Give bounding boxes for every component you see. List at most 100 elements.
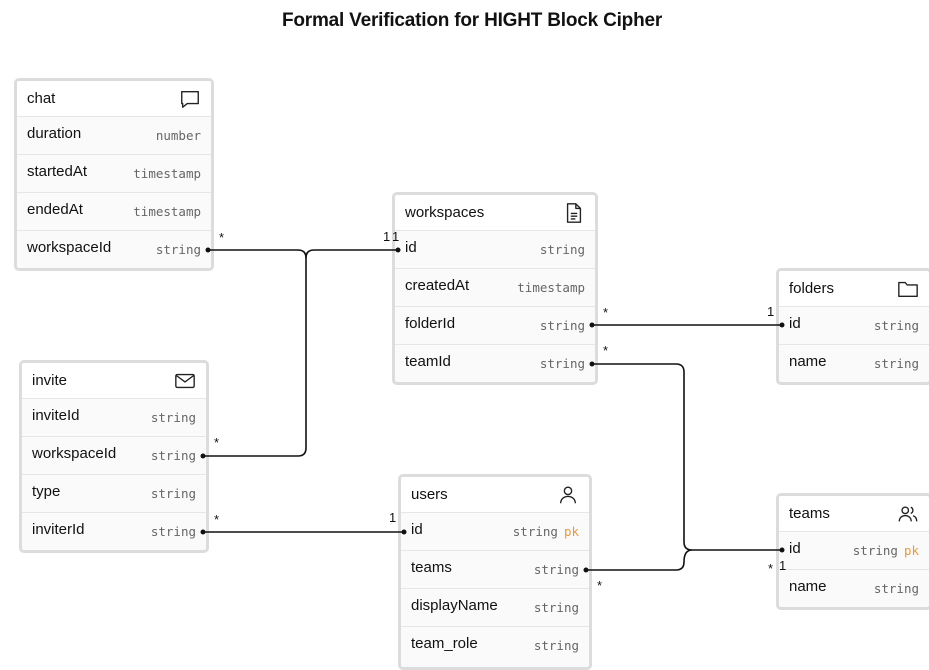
- entity-name: chat: [27, 90, 56, 107]
- field-row[interactable]: duration number: [17, 117, 211, 155]
- field-row[interactable]: id string pk: [779, 532, 929, 570]
- field-type: timestamp: [133, 204, 201, 219]
- field-type: string pk: [853, 534, 919, 568]
- field-type: number: [155, 128, 201, 143]
- entity-header: invite: [22, 363, 206, 399]
- field-name: type: [32, 483, 61, 500]
- cardinality-label: *: [219, 230, 225, 245]
- diagram-title: Formal Verification for HIGHT Block Ciph…: [281, 10, 663, 31]
- cardinality-label: *: [603, 305, 609, 320]
- chat-bubble-icon: [181, 90, 199, 108]
- folder-icon: [898, 281, 918, 298]
- field-row[interactable]: startedAt timestamp: [17, 155, 211, 193]
- entity-header: chat: [17, 81, 211, 117]
- relation-line-workspaces-teams: [592, 363, 782, 551]
- cardinality-label: *: [768, 561, 774, 576]
- entity-teams[interactable]: teams id string pk name string: [776, 493, 929, 610]
- relation-line-chat-workspaces: [203, 249, 307, 457]
- entity-chat[interactable]: chat duration number startedAt timestamp e…: [14, 78, 214, 271]
- primary-key-badge: pk: [903, 543, 919, 558]
- field-name: id: [411, 521, 423, 538]
- cardinality-label: 1: [389, 510, 397, 525]
- field-name: name: [789, 353, 827, 370]
- primary-key-badge: pk: [563, 524, 579, 539]
- field-type: string: [150, 524, 196, 539]
- field-type: string: [533, 638, 579, 653]
- field-name: folderId: [405, 315, 456, 332]
- field-name: createdAt: [405, 277, 470, 294]
- cardinality-label: 1: [392, 229, 400, 244]
- document-icon: [566, 203, 582, 223]
- envelope-icon: [175, 373, 195, 389]
- cardinality-label: *: [214, 435, 220, 450]
- field-name: inviteId: [32, 407, 80, 424]
- field-name: name: [789, 578, 827, 595]
- field-name: workspaceId: [32, 445, 117, 462]
- entity-header: teams: [779, 496, 929, 532]
- field-row[interactable]: workspaceId string: [22, 437, 206, 475]
- field-row[interactable]: displayName string: [401, 589, 589, 627]
- relation-line-invite-workspaces: [305, 249, 398, 259]
- entity-name: folders: [789, 280, 835, 297]
- field-type: string: [539, 318, 585, 333]
- field-name: teams: [411, 559, 452, 576]
- field-type: string: [539, 242, 585, 257]
- cardinality-label: 1: [779, 558, 787, 573]
- entity-workspaces[interactable]: workspaces id string createdAt timestamp f…: [392, 192, 598, 385]
- users-group-icon: [898, 506, 918, 522]
- entity-name: invite: [32, 372, 68, 389]
- field-type: string: [873, 318, 919, 333]
- field-type: timestamp: [133, 166, 201, 181]
- field-row[interactable]: id string pk: [401, 513, 589, 551]
- cardinality-label: 1: [383, 229, 391, 244]
- field-type: string: [533, 600, 579, 615]
- field-row[interactable]: name string: [779, 570, 929, 607]
- entity-name: workspaces: [405, 204, 485, 221]
- entity-header: workspaces: [395, 195, 595, 231]
- field-row[interactable]: endedAt timestamp: [17, 193, 211, 231]
- field-name: id: [789, 540, 801, 557]
- field-name: inviterId: [32, 521, 85, 538]
- entity-header: folders: [779, 271, 929, 307]
- cardinality-label: *: [597, 578, 603, 593]
- relation-line-users-teams: [586, 549, 693, 571]
- field-type: string: [539, 356, 585, 371]
- field-name: workspaceId: [27, 239, 112, 256]
- field-name: id: [789, 315, 801, 332]
- field-type: string: [873, 581, 919, 596]
- field-name: duration: [27, 125, 82, 142]
- field-row[interactable]: inviteId string: [22, 399, 206, 437]
- cardinality-label: *: [214, 512, 220, 527]
- field-name: startedAt: [27, 163, 88, 180]
- field-name: id: [405, 239, 417, 256]
- field-type: string pk: [513, 515, 579, 549]
- field-type: timestamp: [517, 280, 585, 295]
- field-name: endedAt: [27, 201, 83, 218]
- field-type: string: [155, 242, 201, 257]
- field-type: string: [533, 562, 579, 577]
- field-name: teamId: [405, 353, 451, 370]
- field-row[interactable]: name string: [779, 345, 929, 382]
- field-type: string: [150, 486, 196, 501]
- field-type-label: string: [512, 524, 558, 539]
- field-row[interactable]: type string: [22, 475, 206, 513]
- field-row[interactable]: id string: [779, 307, 929, 345]
- field-type: string: [150, 448, 196, 463]
- field-row[interactable]: createdAt timestamp: [395, 269, 595, 307]
- field-type: string: [150, 410, 196, 425]
- field-type-label: string: [852, 543, 898, 558]
- field-row[interactable]: folderId string: [395, 307, 595, 345]
- entity-folders[interactable]: folders id string name string: [776, 268, 929, 385]
- field-row[interactable]: workspaceId string: [17, 231, 211, 268]
- entity-name: teams: [789, 505, 830, 522]
- field-row[interactable]: inviterId string: [22, 513, 206, 550]
- cardinality-label: *: [603, 343, 609, 358]
- field-row[interactable]: teamId string: [395, 345, 595, 382]
- field-row[interactable]: teams string: [401, 551, 589, 589]
- field-type: string: [873, 356, 919, 371]
- field-name: displayName: [411, 597, 498, 614]
- field-row[interactable]: id string: [395, 231, 595, 269]
